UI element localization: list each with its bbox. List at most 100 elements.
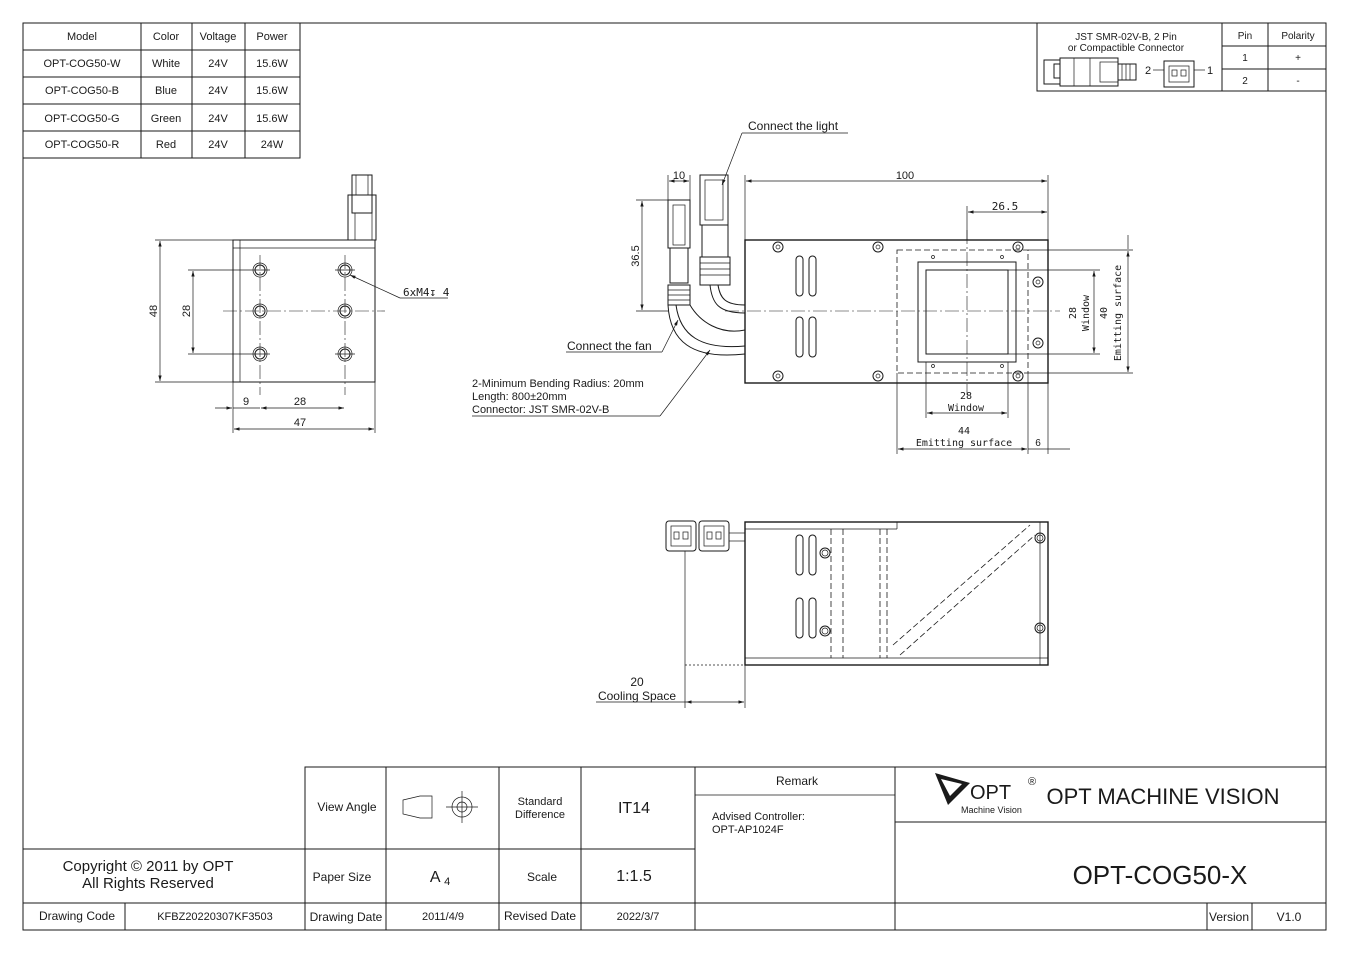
revised-date-label: Revised Date xyxy=(504,909,576,923)
spec-cell: OPT-COG50-G xyxy=(44,113,119,125)
spec-cell: 24V xyxy=(208,113,228,125)
hole-callout: 6xM4↧ 4 xyxy=(403,286,450,299)
spec-cell: 24W xyxy=(261,139,284,151)
dim-window-w-label: Window xyxy=(948,403,985,414)
polarity-header: Polarity xyxy=(1281,31,1314,42)
pin-label-2: 2 xyxy=(1145,65,1151,77)
fan-connector-icon xyxy=(667,199,691,306)
drawing-code-label: Drawing Code xyxy=(39,909,115,923)
dim-emit-w-label: Emitting surface xyxy=(916,438,1012,449)
dim-window-h-label: Window xyxy=(1081,294,1092,331)
vent-slots xyxy=(795,255,817,358)
drawing-code: KFBZ20220307KF3503 xyxy=(157,911,273,923)
dim-window-h-val: 28 xyxy=(1068,307,1079,319)
drawing-date-label: Drawing Date xyxy=(310,910,383,924)
spec-cell: Green xyxy=(151,113,182,125)
spec-cell: 15.6W xyxy=(256,58,288,70)
copyright-line2: All Rights Reserved xyxy=(82,875,214,892)
dim-emit-h-label: Emitting surface xyxy=(1113,265,1124,361)
emitting-surface xyxy=(896,249,1029,374)
spec-header-color: Color xyxy=(153,31,180,43)
spec-cell: OPT-COG50-W xyxy=(43,58,121,70)
cable-note-line: Connector: JST SMR-02V-B xyxy=(472,404,609,416)
spec-header-model: Model xyxy=(67,31,97,43)
version-label: Version xyxy=(1209,910,1249,924)
dim-window-w-val: 28 xyxy=(960,391,972,402)
connect-light-label: Connect the light xyxy=(748,119,839,133)
company-name: OPT MACHINE VISION xyxy=(1046,784,1279,809)
dim-offset: 9 xyxy=(243,396,249,408)
svg-text:®: ® xyxy=(1028,776,1036,788)
pin-header: Pin xyxy=(1238,31,1252,42)
scale-value: 1:1.5 xyxy=(616,868,652,885)
svg-text:Machine Vision: Machine Vision xyxy=(961,805,1022,815)
spec-cell: OPT-COG50-R xyxy=(45,139,120,151)
part-number: OPT-COG50-X xyxy=(1073,860,1248,890)
pin-label-1: 1 xyxy=(1207,65,1213,77)
dim-emit-w-val: 44 xyxy=(958,426,970,437)
polarity-cell: - xyxy=(1296,76,1299,87)
spec-table: Model Color Voltage Power OPT-COG50-W Wh… xyxy=(22,22,301,159)
revised-date: 2022/3/7 xyxy=(617,911,660,923)
spec-cell: Red xyxy=(156,139,176,151)
top-view: 10 36.5 100 26.5 28 Window 40 Emitting s… xyxy=(472,119,1133,454)
cooling-value: 20 xyxy=(630,675,644,689)
pin-cell: 1 xyxy=(1242,53,1248,64)
front-connectors-icon xyxy=(665,520,745,552)
projection-symbol-icon xyxy=(402,791,478,823)
connector-table: JST SMR-02V-B, 2 Pin or Compactible Conn… xyxy=(1036,22,1327,92)
spec-header-voltage: Voltage xyxy=(200,31,237,43)
dim-conn-width: 10 xyxy=(673,170,685,182)
svg-text:OPT: OPT xyxy=(970,782,1011,804)
dim-height: 48 xyxy=(148,305,160,317)
screw-holes xyxy=(772,241,1044,382)
remark-line: OPT-AP1024F xyxy=(712,824,784,836)
spec-cell: 24V xyxy=(208,85,228,97)
connector-subtitle: or Compactible Connector xyxy=(1068,43,1185,54)
mounting-holes xyxy=(252,262,353,362)
scale-label: Scale xyxy=(527,870,557,884)
spec-cell: 24V xyxy=(208,139,228,151)
title-block: Copyright © 2011 by OPT All Rights Reser… xyxy=(23,766,1327,931)
spec-cell: 15.6W xyxy=(256,113,288,125)
connector-title: JST SMR-02V-B, 2 Pin xyxy=(1075,32,1177,43)
drawing-date: 2011/4/9 xyxy=(422,911,464,923)
dim-emit-h-val: 40 xyxy=(1099,307,1110,319)
dim-hole-pitch-v: 28 xyxy=(181,305,193,317)
light-body xyxy=(744,239,1049,384)
dim-width: 47 xyxy=(294,417,306,429)
connect-fan-label: Connect the fan xyxy=(567,339,652,353)
spec-cell: 15.6W xyxy=(256,85,288,97)
spec-cell: Blue xyxy=(155,85,177,97)
opt-logo: OPT ® Machine Vision xyxy=(935,773,1036,815)
connector-sketch-icon xyxy=(1043,57,1205,88)
dim-conn-height: 36.5 xyxy=(630,245,642,266)
dim-edge-gap: 6 xyxy=(1035,438,1041,449)
cooling-label: Cooling Space xyxy=(598,689,676,703)
version-value: V1.0 xyxy=(1277,910,1302,924)
spec-cell: White xyxy=(152,58,180,70)
standard-diff-label: Difference xyxy=(515,809,565,821)
remark-line: Advised Controller: xyxy=(712,811,805,823)
front-view: 20 Cooling Space xyxy=(596,520,1049,708)
spec-cell: OPT-COG50-B xyxy=(45,85,119,97)
cable-note-line: 2-Minimum Bending Radius: 20mm xyxy=(472,378,644,390)
standard-diff-label: Standard xyxy=(518,796,563,808)
light-connector-icon xyxy=(699,174,731,286)
spec-cell: 24V xyxy=(208,58,228,70)
view-angle-label: View Angle xyxy=(317,800,376,814)
dim-hole-pitch-h: 28 xyxy=(294,396,306,408)
copyright-line1: Copyright © 2011 by OPT xyxy=(63,858,234,875)
pin-cell: 2 xyxy=(1242,76,1248,87)
standard-diff-value: IT14 xyxy=(618,800,650,817)
front-body xyxy=(744,521,1049,666)
remark-label: Remark xyxy=(776,774,819,788)
paper-size: A 4 xyxy=(430,869,450,888)
spec-header-power: Power xyxy=(256,31,288,43)
dim-window-offset: 26.5 xyxy=(992,200,1019,213)
dim-length: 100 xyxy=(896,170,914,182)
polarity-cell: + xyxy=(1295,53,1301,64)
side-view: 48 28 9 28 47 6xM4↧ 4 xyxy=(148,174,450,433)
paper-size-label: Paper Size xyxy=(313,870,372,884)
